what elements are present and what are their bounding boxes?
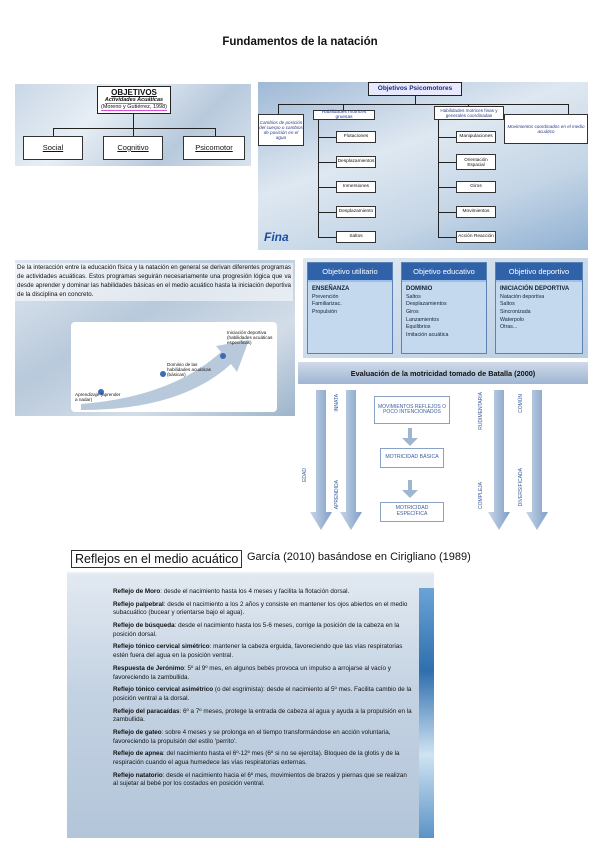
arrow-shape: Aprendizaje (aprender a nadar) Dominio d…: [71, 322, 277, 412]
card-title: Objetivo deportivo: [496, 263, 582, 282]
reflejo-item: Reflejo del paracaídas: 6º a 7º meses, p…: [113, 707, 412, 724]
reflejo-item: Reflejo de búsqueda: desde el nacimiento…: [113, 622, 400, 638]
box-basica: MOTRICIDAD BÁSICA: [380, 448, 444, 468]
card-item: Desplazamientos: [406, 301, 447, 308]
box-social: Social: [23, 136, 83, 160]
evaluacion-slide: Evaluación de la motricidad tomado de Ba…: [298, 362, 588, 536]
reflejo-item: Reflejo natatorio: desde el nacimiento h…: [113, 771, 407, 788]
objetivos-slide: OBJETIVOS Actividades Acuáticas (Moreno …: [15, 84, 251, 166]
card-item: Giros: [406, 309, 419, 316]
box-cognitivo: Cognitivo: [103, 136, 163, 160]
label-comun: COMÚN: [518, 394, 524, 413]
reflejo-item: Reflejo de Moro: desde el nacimiento has…: [113, 588, 350, 595]
label-compleja: COMPLEJA: [478, 482, 484, 509]
evaluacion-header: Evaluación de la motricidad tomado de Ba…: [298, 362, 588, 384]
card-item: Saltos: [500, 301, 515, 308]
col2-item: Acción Reacción: [456, 231, 496, 243]
card-utilitario: Objetivo utilitario ENSEÑANZA Prevención…: [307, 262, 393, 354]
box-especifica: MOTRICIDAD ESPECÍFICA: [380, 502, 444, 522]
col2-item: Movimientos: [456, 206, 496, 218]
step-1: Aprendizaje (aprender a nadar): [75, 392, 121, 402]
card-item: Lanzamientos: [406, 316, 439, 323]
objetivos-sub1: Actividades Acuáticas: [104, 97, 164, 105]
col2-item: Manipulaciones: [456, 131, 496, 143]
card-item: Equilibrios: [406, 324, 431, 331]
card-item: Prevención: [312, 293, 339, 300]
reflejo-item: Reflejo palpebral: desde el nacimiento a…: [113, 600, 408, 617]
col1-item: Inmersiones: [336, 181, 376, 193]
label-diversificada: DIVERSIFICADA: [518, 468, 524, 507]
col1-item: Flotaciones: [336, 131, 376, 143]
programas-slide: De la interacción entre la educación fís…: [15, 260, 295, 416]
col1-head: Habilidades motrices gruesas: [313, 110, 375, 120]
left-note: Cambios de posición del cuerpo o cambios…: [258, 114, 304, 146]
step-2: Dominio de las habilidades acuáticas (bá…: [167, 362, 211, 377]
psicomotores-title: Objetivos Psicomotores: [368, 82, 462, 96]
card-head: INICIACIÓN DEPORTIVA: [500, 286, 570, 292]
card-item: Propulsión: [312, 309, 338, 316]
reflejos-slide: Reflejos en el medio acuático García (20…: [67, 538, 471, 838]
card-title: Objetivo utilitario: [308, 263, 392, 282]
card-item: Saltos: [406, 293, 421, 300]
objetivos-box: OBJETIVOS Actividades Acuáticas (Moreno …: [97, 86, 171, 114]
objetivos-sub2: (Moreno y Gutiérrez, 1998): [100, 104, 168, 112]
reflejo-item: Reflejo de apnea: del nacimiento hasta e…: [113, 750, 400, 766]
label-innata: INNATA: [334, 394, 340, 412]
col2-item: Orientación Espacial: [456, 154, 496, 170]
box-psicomotor: Psicomotor: [183, 136, 245, 160]
evaluacion-title: Evaluación de la motricidad tomado de Ba…: [350, 369, 536, 378]
reflejos-list: Reflejo de Moro: desde el nacimiento has…: [113, 588, 413, 793]
reflejo-item: Respuesta de Jerónimo: 5º al 9º mes, en …: [113, 664, 391, 681]
col1-item: Saltos: [336, 231, 376, 243]
card-item: Waterpolo: [500, 316, 524, 323]
evaluacion-arrows: [310, 390, 548, 530]
right-note: Movimientos coordinados en el medio acuá…: [504, 114, 588, 144]
reflejos-subtitle: García (2010) basándose en Cirigliano (1…: [247, 551, 471, 563]
box-reflejos: MOVIMIENTOS REFLEJOS O POCO INTENCIONADO…: [374, 396, 450, 424]
card-item: Natación deportiva: [500, 293, 545, 300]
photo-strip: [419, 588, 434, 838]
card-item: Sincronizada: [500, 309, 531, 316]
col2-head: Habilidades motrices finas y generales c…: [434, 106, 504, 120]
reflejo-item: Reflejo tónico cervical asimétrico (o de…: [113, 686, 412, 702]
label-rudimentaria: RUDIMENTARIA: [478, 392, 484, 430]
reflejos-title: Reflejos en el medio acuático: [71, 550, 243, 568]
col1-item: Desplazamiento: [336, 206, 376, 218]
reflejo-item: Reflejo de gateo: sobre 4 meses y se pro…: [113, 728, 391, 745]
label-aprendida: APRENDIDA: [334, 480, 340, 510]
objetivos-title: OBJETIVOS: [111, 87, 157, 97]
card-head: ENSEÑANZA: [312, 286, 350, 292]
col1-item: Desplazamientos: [336, 156, 376, 168]
col2-item: Giros: [456, 181, 496, 193]
card-educativo: Objetivo educativo DOMINIO Saltos Despla…: [401, 262, 487, 354]
card-item: Otras...: [500, 324, 518, 331]
step-3: Iniciación deportiva (habilidades acuáti…: [227, 330, 273, 345]
card-title: Objetivo educativo: [402, 263, 486, 282]
reflejo-item: Reflejo tónico cervical simétrico: mante…: [113, 643, 403, 660]
card-deportivo: Objetivo deportivo INICIACIÓN DEPORTIVA …: [495, 262, 583, 354]
programas-text: De la interacción entre la educación fís…: [15, 263, 293, 301]
label-edad: EDAD: [302, 468, 308, 482]
psicomotores-slide: Objetivos Psicomotores Cambios de posici…: [258, 82, 588, 250]
objetivos-cards-slide: Objetivo utilitario ENSEÑANZA Prevención…: [303, 258, 588, 358]
card-item: Familiarizac.: [312, 301, 342, 308]
fina-logo: Fina: [264, 230, 289, 244]
card-head: DOMINIO: [406, 286, 433, 292]
card-item: Imitación acuática: [406, 332, 449, 339]
progression-arrow: [81, 340, 249, 410]
page-title: Fundamentos de la natación: [222, 36, 378, 48]
